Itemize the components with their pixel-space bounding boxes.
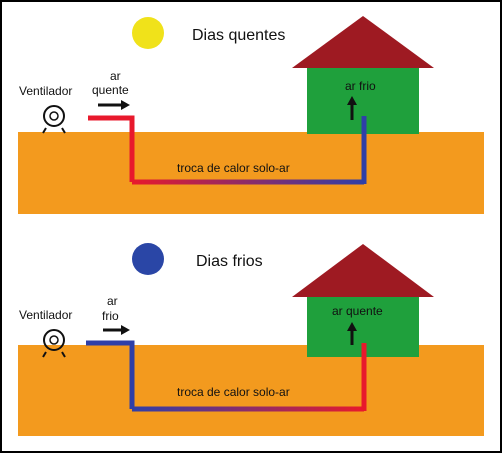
outlet-arrow-icon xyxy=(347,96,357,120)
cold-days-panel: Dias frios Ventilador ar frio troca de c… xyxy=(18,243,484,436)
cold-circle-icon xyxy=(132,243,164,275)
inlet-label-line1: ar xyxy=(110,69,121,83)
fan-icon xyxy=(42,329,66,358)
house xyxy=(292,244,434,357)
house-roof xyxy=(292,244,434,297)
fan-label: Ventilador xyxy=(19,84,72,98)
ground-block xyxy=(18,132,484,214)
air-pipe xyxy=(86,340,367,412)
inlet-label-line2: frio xyxy=(102,309,119,323)
fan-label: Ventilador xyxy=(19,308,72,322)
inlet-arrow-icon xyxy=(103,325,130,335)
exchange-label: troca de calor solo-ar xyxy=(177,385,290,399)
outlet-label: ar quente xyxy=(332,304,383,318)
air-pipe xyxy=(88,115,367,185)
inlet-label-line1: ar xyxy=(107,294,118,308)
ground-block xyxy=(18,345,484,436)
inlet-arrow-icon xyxy=(98,100,130,110)
panel-title: Dias frios xyxy=(196,253,263,270)
exchange-label: troca de calor solo-ar xyxy=(177,161,290,175)
house xyxy=(292,16,434,134)
inlet-label-line2: quente xyxy=(92,83,129,97)
panel-title: Dias quentes xyxy=(192,27,285,44)
house-roof xyxy=(292,16,434,68)
outlet-arrow-icon xyxy=(347,322,357,345)
sun-icon xyxy=(132,17,164,49)
hot-days-panel: Dias quentes Ventilador ar quente troca … xyxy=(18,16,484,214)
fan-icon xyxy=(42,105,66,134)
outlet-label: ar frio xyxy=(345,79,376,93)
